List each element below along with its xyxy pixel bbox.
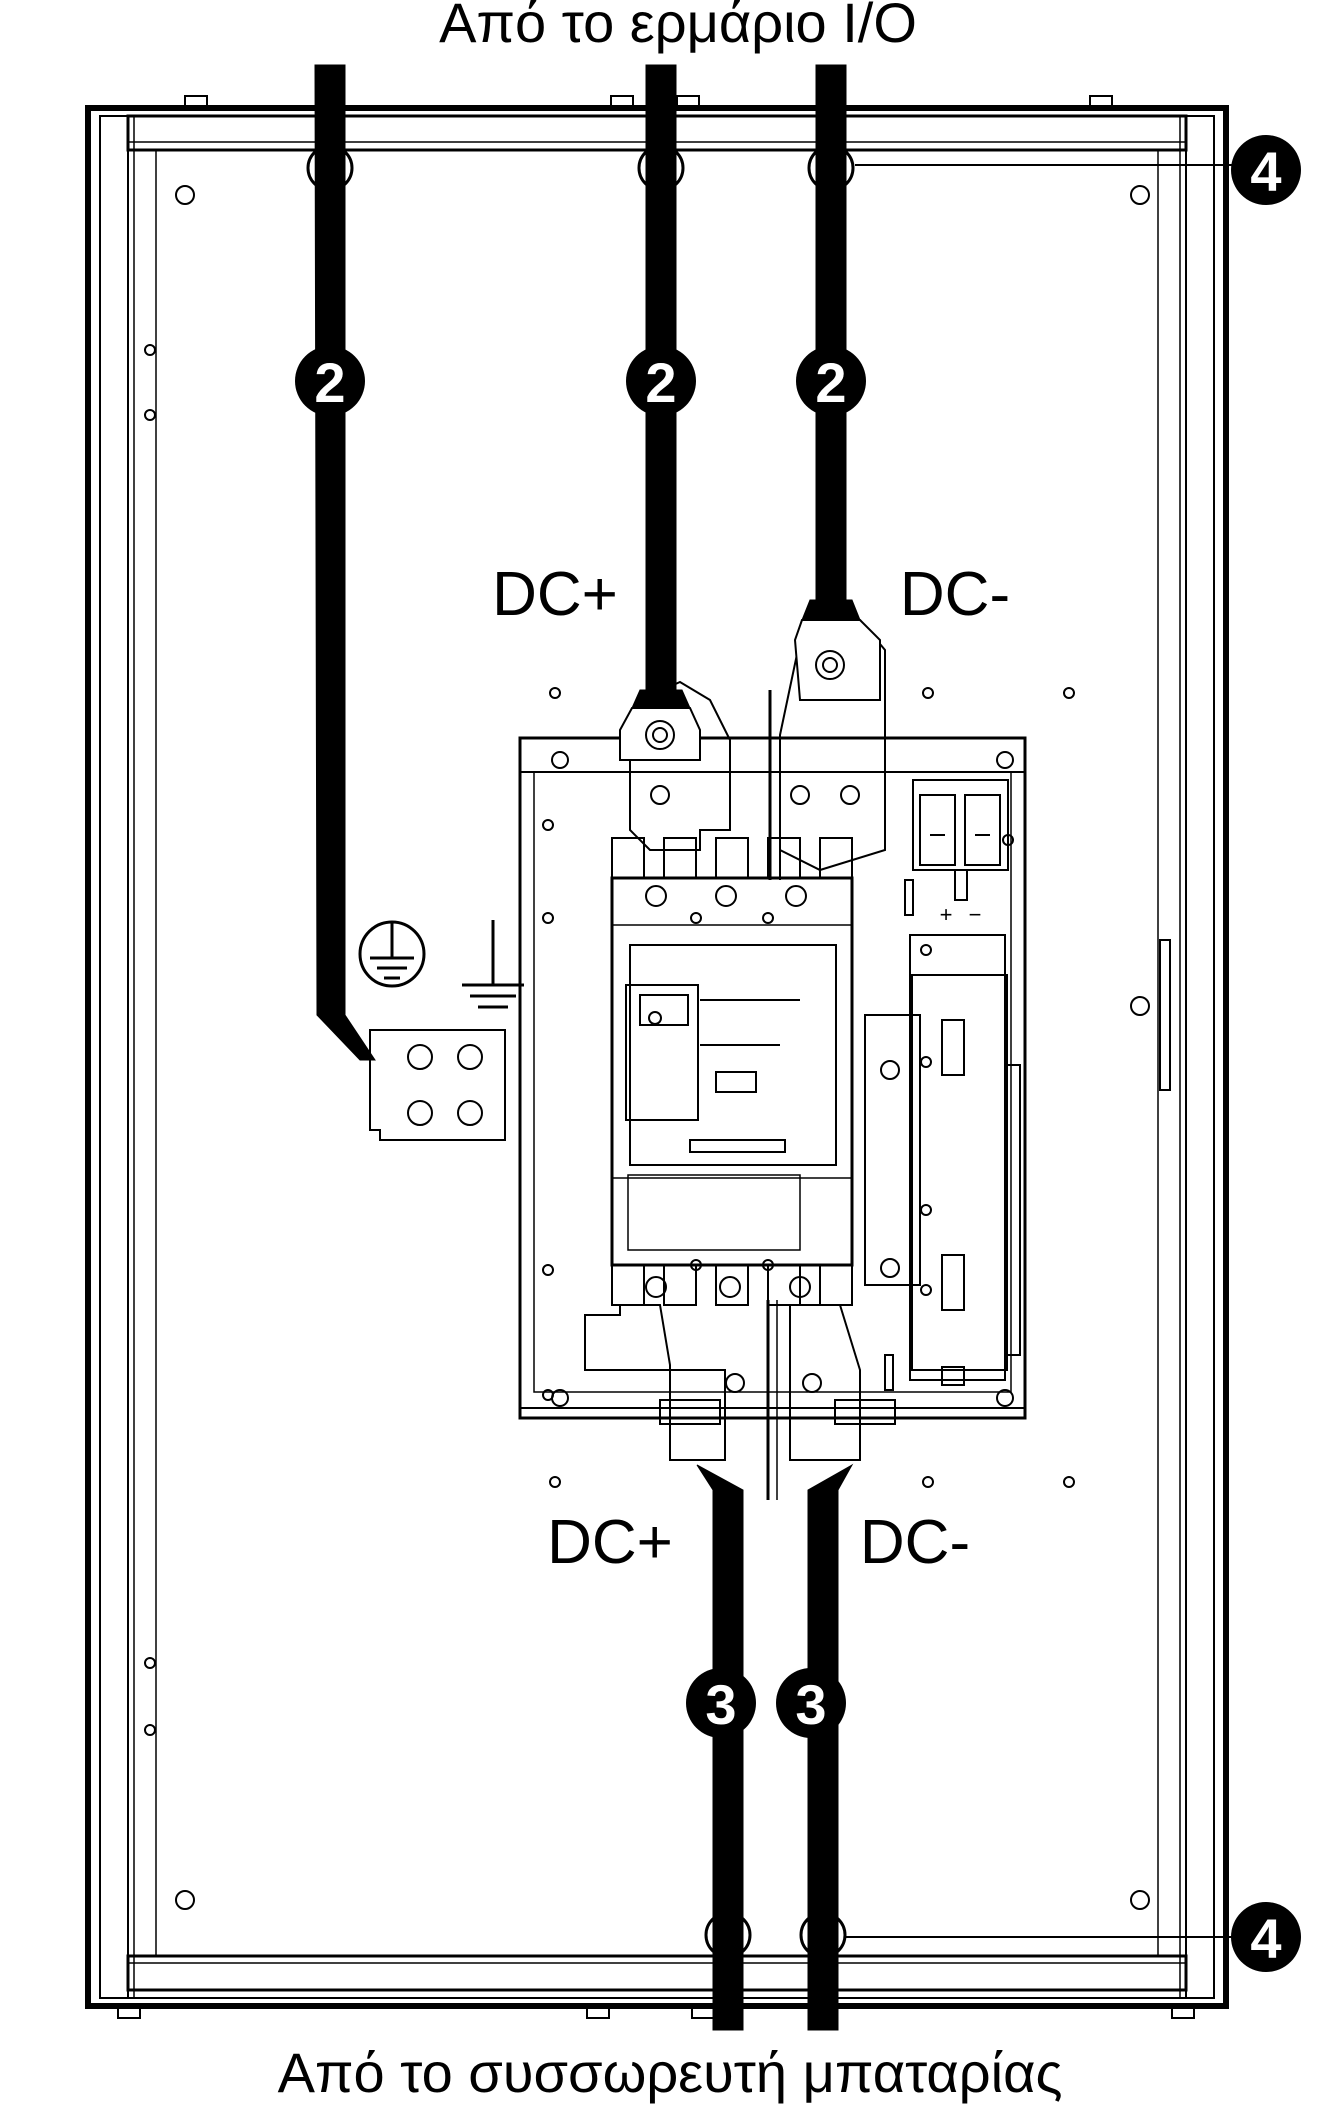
callout-2-dc-minus: 2 — [796, 346, 866, 416]
callout-4-top: 4 — [1231, 135, 1301, 205]
callout-3-dc-plus: 3 — [686, 1668, 756, 1738]
callout-4-bottom: 4 — [1231, 1902, 1301, 1972]
title-top: Από το ερμάριο I/O — [439, 0, 917, 54]
svg-text:2: 2 — [645, 351, 676, 414]
cable-ties — [306, 144, 855, 1959]
fuse-holder — [904, 779, 1009, 916]
callout-3-dc-minus: 3 — [776, 1668, 846, 1738]
ground-icon — [462, 920, 524, 1009]
svg-text:3: 3 — [705, 1673, 736, 1736]
dc-plus-bottom-label: DC+ — [547, 1508, 673, 1577]
control-module — [864, 934, 1021, 1386]
cables — [314, 64, 861, 2031]
mounting-plate — [518, 687, 1075, 1488]
dc-plus-bottom-cable — [696, 1464, 744, 2031]
cable-lugs — [619, 619, 881, 761]
bottom-busbars — [584, 1300, 896, 1500]
title-bottom: Από το συσσωρευτή μπαταρίας — [278, 2041, 1063, 2104]
dc-minus-top-label: DC- — [900, 560, 1010, 629]
ground-cable — [314, 64, 376, 1061]
dc-plus-top-label: DC+ — [492, 560, 618, 629]
callout-2-dc-plus: 2 — [626, 346, 696, 416]
plus-mark: + — [940, 902, 953, 927]
dc-minus-bottom-cable — [807, 1463, 854, 2031]
svg-text:4: 4 — [1250, 1907, 1281, 1970]
svg-text:4: 4 — [1250, 140, 1281, 203]
leader-lines — [845, 164, 1232, 1938]
callout-2-ground: 2 — [295, 346, 365, 416]
protective-earth-icon — [358, 920, 426, 988]
svg-text:2: 2 — [314, 351, 345, 414]
dc-minus-top-cable — [815, 64, 847, 606]
svg-text:2: 2 — [815, 351, 846, 414]
dc-minus-bottom-label: DC- — [860, 1508, 970, 1577]
dc-breaker — [610, 837, 854, 1306]
svg-text:3: 3 — [795, 1673, 826, 1736]
ground-bar — [369, 1029, 506, 1141]
minus-mark: − — [969, 902, 982, 927]
